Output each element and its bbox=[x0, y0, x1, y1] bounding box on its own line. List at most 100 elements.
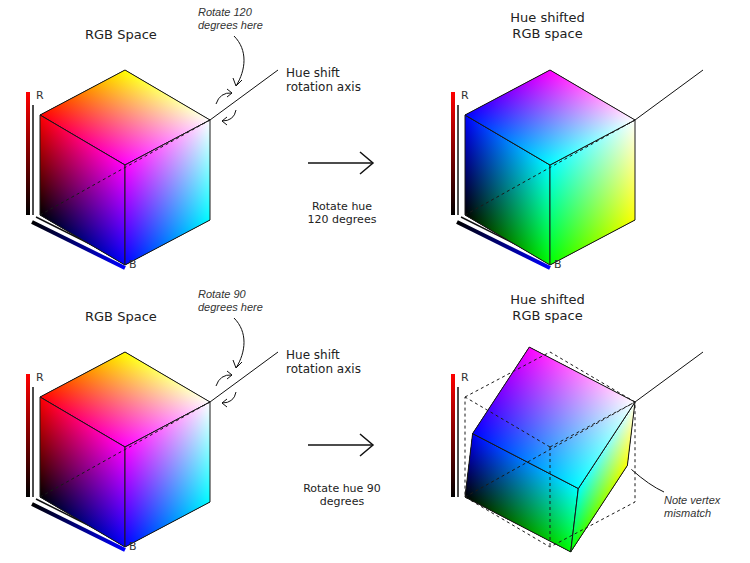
cube-face bbox=[473, 347, 635, 488]
step-caption: Rotate hue 120 degrees bbox=[302, 200, 382, 226]
face-edge bbox=[473, 347, 635, 488]
face-channel bbox=[125, 402, 210, 547]
cube-face bbox=[125, 402, 210, 547]
rotation-note: Rotate 120 degrees here bbox=[198, 6, 278, 32]
rotation-symbol bbox=[216, 371, 236, 407]
face-channel bbox=[125, 402, 210, 547]
face-channel bbox=[40, 397, 125, 547]
face-ground bbox=[465, 70, 635, 165]
axis-label: Hue shift rotation axis bbox=[286, 348, 381, 377]
face-channel bbox=[40, 397, 125, 547]
panel-title: Hue shifted RGB space bbox=[500, 10, 595, 41]
rotation-symbol bbox=[216, 89, 236, 125]
rgb-cube bbox=[40, 70, 210, 265]
axis-line bbox=[32, 387, 34, 497]
panel-title: RGB Space bbox=[85, 27, 157, 43]
inner-edge bbox=[550, 447, 551, 547]
panel-title: RGB Space bbox=[85, 309, 157, 325]
rotation-axis bbox=[210, 352, 278, 402]
rgb-cube bbox=[465, 70, 635, 265]
arrow-head bbox=[227, 371, 232, 379]
face-channel bbox=[473, 347, 635, 488]
arrow-line bbox=[308, 162, 372, 164]
rgb-cube bbox=[40, 352, 210, 547]
face-ground bbox=[40, 397, 125, 547]
rotation-axis bbox=[635, 352, 703, 402]
rgb-cube bbox=[465, 347, 635, 552]
arrow-head bbox=[233, 78, 242, 86]
axis-letter: R bbox=[36, 89, 44, 102]
leader-curve bbox=[631, 469, 664, 492]
face-ground bbox=[125, 402, 210, 547]
face-channel bbox=[40, 115, 125, 265]
inner-edge bbox=[550, 402, 635, 447]
face-channel bbox=[473, 347, 635, 488]
face-edge bbox=[40, 397, 125, 547]
axis-label: Hue shift rotation axis bbox=[286, 66, 381, 95]
face-ground bbox=[125, 120, 210, 265]
face-channel bbox=[125, 120, 210, 265]
arrow-head bbox=[233, 360, 242, 368]
arrow-head bbox=[360, 152, 373, 174]
arrow-head bbox=[227, 89, 232, 97]
gray-diagonal bbox=[40, 402, 210, 497]
face-channel bbox=[465, 70, 635, 165]
axis-line bbox=[457, 105, 459, 215]
face-edge bbox=[40, 115, 125, 265]
leader-curve bbox=[234, 36, 244, 86]
face-channel bbox=[125, 120, 210, 265]
callout-leader bbox=[631, 469, 664, 492]
red-axis bbox=[451, 92, 455, 215]
face-edge bbox=[125, 402, 210, 547]
arrow-head bbox=[222, 117, 227, 125]
axis-letter: R bbox=[461, 89, 469, 102]
inner-edge bbox=[465, 397, 550, 447]
face-channel bbox=[125, 120, 210, 265]
axis-line bbox=[32, 105, 34, 215]
face-ground bbox=[40, 115, 125, 265]
gray-diagonal bbox=[465, 120, 635, 215]
face-channel bbox=[473, 347, 635, 488]
face-edge bbox=[125, 120, 210, 265]
face-ground bbox=[473, 347, 635, 488]
face-channel bbox=[40, 115, 125, 265]
arrow-head bbox=[222, 399, 227, 407]
callout-leader bbox=[233, 36, 244, 86]
axis-line bbox=[457, 387, 459, 497]
rotation-axis bbox=[210, 70, 278, 120]
face-channel bbox=[40, 115, 125, 265]
arrow-line bbox=[308, 444, 372, 446]
face-channel bbox=[465, 70, 635, 165]
axis-letter: B bbox=[129, 258, 137, 271]
original-cube-outline bbox=[465, 352, 635, 547]
step-caption: Rotate hue 90 degrees bbox=[302, 482, 382, 508]
panel-title: Hue shifted RGB space bbox=[500, 292, 595, 323]
arrow-head bbox=[360, 434, 373, 456]
red-axis bbox=[451, 374, 455, 497]
axis-letter: R bbox=[461, 371, 469, 384]
hexagon-outline bbox=[465, 352, 635, 547]
axis-letter: B bbox=[554, 258, 562, 271]
face-channel bbox=[40, 397, 125, 547]
cube-face bbox=[40, 397, 125, 547]
leader-curve bbox=[234, 318, 244, 368]
rotation-axis bbox=[635, 70, 703, 120]
axis-letter: R bbox=[36, 371, 44, 384]
face-edge bbox=[465, 70, 635, 165]
cube-face bbox=[40, 115, 125, 265]
face-channel bbox=[465, 70, 635, 165]
gray-diagonal bbox=[40, 120, 210, 215]
red-axis bbox=[26, 92, 30, 215]
transform-arrows bbox=[308, 152, 373, 456]
face-channel bbox=[125, 402, 210, 547]
callout-leader bbox=[233, 318, 244, 368]
cube-face bbox=[465, 70, 635, 165]
red-axis bbox=[26, 374, 30, 497]
rotation-note: Rotate 90 degrees here bbox=[198, 288, 278, 314]
axis-letter: B bbox=[129, 540, 137, 553]
cube-face bbox=[125, 120, 210, 265]
vertex-note: Note vertex mismatch bbox=[664, 494, 736, 520]
